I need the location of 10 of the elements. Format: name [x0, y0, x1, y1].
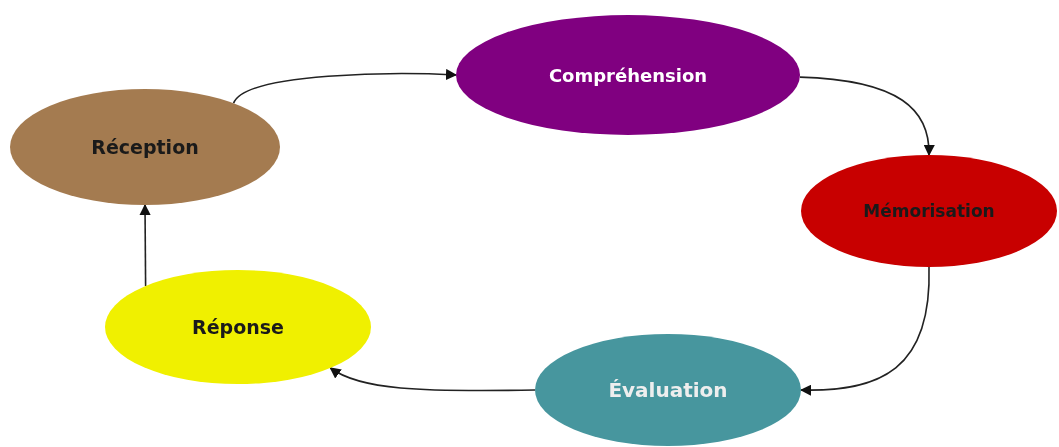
arrow [799, 76, 935, 157]
node-label: Compréhension [548, 64, 708, 86]
node-label: Évaluation [608, 378, 728, 402]
arrow [329, 367, 536, 392]
arrow [232, 69, 458, 105]
arrow [139, 203, 151, 287]
node-label: Réponse [192, 316, 284, 338]
node-label: Réception [91, 136, 199, 158]
arrow [799, 266, 930, 396]
node-label: Mémorisation [863, 201, 995, 221]
